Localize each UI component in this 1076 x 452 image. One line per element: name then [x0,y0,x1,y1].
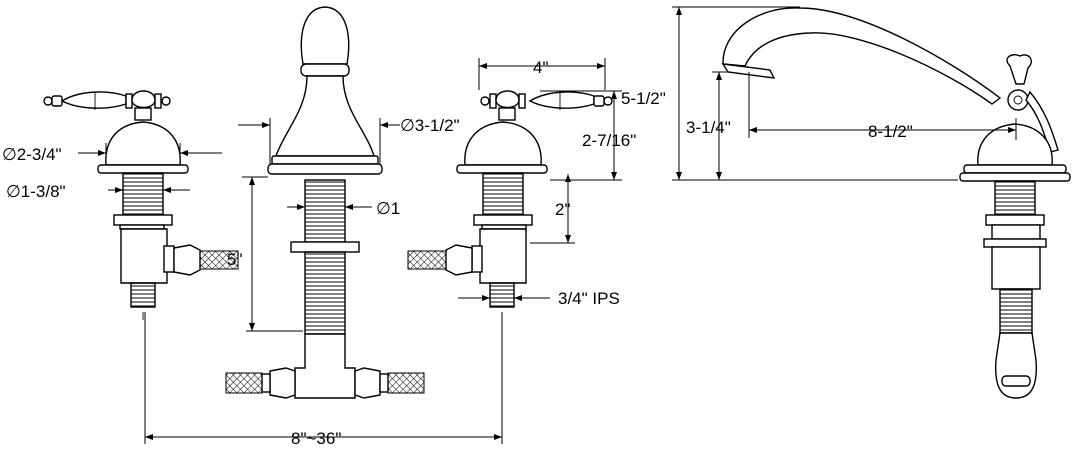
handle-diameter-label: ∅2-3/4" [2,145,62,164]
center-spout-body [225,6,425,399]
connection-label: 3/4" IPS [558,289,620,308]
shank-diameter-label: ∅1-3/8" [6,182,66,201]
spout-base-diameter-label: ∅3-1/2" [400,116,460,135]
handle-height-label: 2-7/16" [582,131,636,150]
side-view-faucet [721,7,1071,399]
dimension-labels: ∅2-3/4" ∅1-3/8" ∅3-1/2" ∅1 5" 4" 2-7/16"… [2,58,913,448]
left-lever-handle [43,90,171,121]
shank-length-label: 5" [227,250,243,269]
right-lever-handle [480,90,613,121]
threaded-length-label: 2" [555,200,571,219]
spout-height-label: 5-1/2" [621,89,666,108]
right-handle-valve [407,90,613,308]
center-spread-label: 8"~36" [291,429,341,448]
left-handle-valve [43,90,239,308]
spout-shank-diameter-label: ∅1 [376,199,400,218]
handle-spread-label: 4" [533,58,549,77]
dimension-lines [78,6,1017,444]
spout-outlet-height-label: 3-1/4" [686,118,731,137]
spout-reach-label: 8-1/2" [868,122,913,141]
